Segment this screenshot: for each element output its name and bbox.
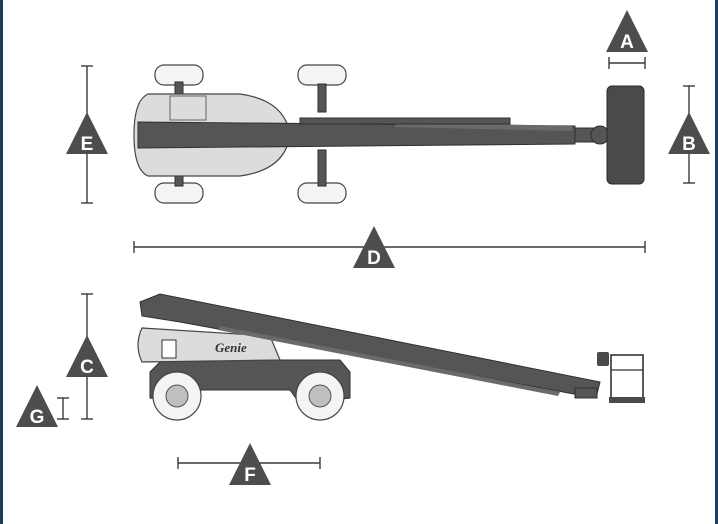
marker-label-f: F xyxy=(244,465,256,486)
dimension-marker-g: G xyxy=(16,385,58,428)
control-box xyxy=(161,339,177,359)
boom-section xyxy=(218,326,560,396)
dimension-marker-e: E xyxy=(66,112,108,155)
marker-label-c: C xyxy=(80,357,94,378)
side-view: Genie xyxy=(137,293,645,421)
marker-label-b: B xyxy=(682,134,696,155)
platform xyxy=(606,85,645,185)
engine-cover xyxy=(169,95,207,121)
dimension-marker-a: A xyxy=(606,10,648,53)
marker-label-e: E xyxy=(81,134,94,155)
rotator xyxy=(590,125,610,145)
top-view xyxy=(133,64,645,204)
platform-side xyxy=(610,354,644,400)
hub-rear xyxy=(165,384,189,408)
platform-floor xyxy=(609,397,645,403)
hub-front xyxy=(308,384,332,408)
platform-controls xyxy=(597,352,609,366)
dimension-marker-b: B xyxy=(668,112,710,155)
steer-link xyxy=(317,83,327,113)
dimension-marker-d: D xyxy=(353,226,395,269)
tire-top-right xyxy=(297,64,347,86)
dimension-marker-c: C xyxy=(66,335,108,378)
marker-label-g: G xyxy=(30,407,45,428)
boom-cylinder xyxy=(299,117,511,125)
marker-label-a: A xyxy=(620,32,634,53)
steer-link xyxy=(317,149,327,187)
dimension-marker-f: F xyxy=(229,443,271,486)
decal-text: Genie xyxy=(215,340,247,355)
marker-label-d: D xyxy=(367,248,381,269)
jib xyxy=(574,387,598,399)
